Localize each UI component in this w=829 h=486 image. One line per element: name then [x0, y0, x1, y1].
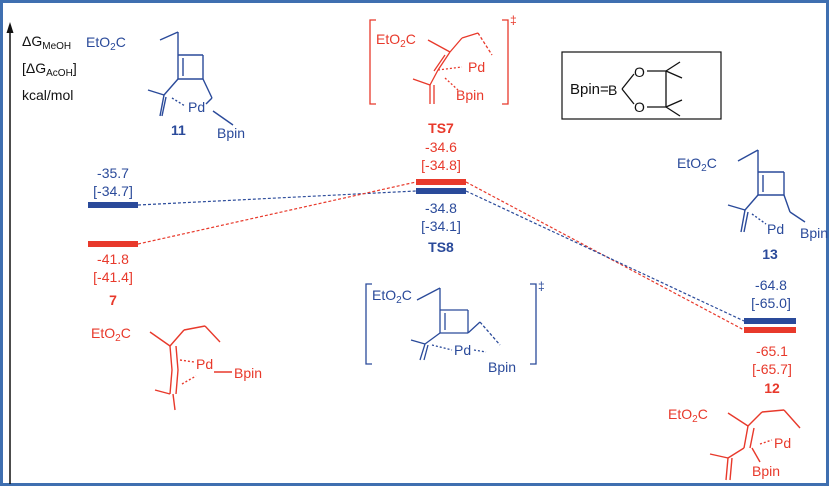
axis-label-units: kcal/mol	[22, 87, 73, 103]
value-ts8-acoh: [-34.1]	[421, 218, 461, 234]
energy-values: -35.7 [-34.7] -41.8 [-41.4] 7 TS7 -34.6 …	[93, 120, 792, 396]
structure-7: EtO2C Pd Bpin	[91, 325, 262, 411]
legend-oxygen-top: O	[634, 64, 645, 80]
energy-axis	[6, 22, 14, 484]
axis-label: ΔGMeOH [ΔGAcOH] kcal/mol	[22, 33, 77, 103]
bpin-11: Bpin	[217, 125, 245, 141]
ester-7: EtO2C	[91, 325, 131, 344]
structure-13: EtO2C Pd Bpin 13	[677, 149, 828, 262]
value-7-acoh: [-41.4]	[93, 269, 133, 285]
level-bar-13	[744, 318, 796, 324]
value-12: -65.1	[756, 343, 788, 359]
level-bar-12	[744, 327, 796, 333]
legend-boron: B	[608, 82, 617, 98]
pd-7: Pd	[196, 356, 213, 372]
value-13: -64.8	[755, 277, 787, 293]
connector-ts8-13	[465, 190, 745, 322]
legend-box	[561, 51, 722, 120]
label-ts7: TS7	[428, 120, 454, 136]
connector-ts7-12	[465, 181, 745, 331]
level-bar-7	[88, 241, 138, 247]
legend-oxygen-bottom: O	[634, 99, 645, 115]
axis-label-line1: ΔGMeOH	[22, 33, 71, 52]
structure-ts7: EtO2C Pd Bpin ‡	[369, 13, 517, 105]
value-12-acoh: [-65.7]	[752, 361, 792, 377]
level-bar-11	[88, 202, 138, 208]
connector-11-ts8	[137, 190, 417, 206]
pd-11: Pd	[188, 99, 205, 115]
value-7: -41.8	[97, 251, 129, 267]
level-bar-ts8	[416, 188, 466, 194]
label-12: 12	[764, 380, 780, 396]
value-ts7: -34.6	[425, 139, 457, 155]
dagger-ts8: ‡	[538, 279, 545, 293]
pd-ts7: Pd	[468, 59, 485, 75]
bpin-7: Bpin	[234, 365, 262, 381]
label-11: 11	[171, 122, 186, 138]
axis-label-line2: [ΔGAcOH]	[22, 60, 77, 79]
ester-13: EtO2C	[677, 155, 717, 174]
bpin-13: Bpin	[800, 225, 828, 241]
label-ts8: TS8	[428, 239, 454, 255]
bpin-ts8: Bpin	[488, 359, 516, 375]
level-bar-ts7	[416, 179, 466, 185]
value-ts8: -34.8	[425, 200, 457, 216]
value-ts7-acoh: [-34.8]	[421, 157, 461, 173]
ester-ts8: EtO2C	[372, 287, 412, 306]
label-7: 7	[109, 292, 117, 308]
label-13: 13	[762, 246, 778, 262]
pd-12: Pd	[774, 435, 791, 451]
value-11-acoh: [-34.7]	[93, 183, 133, 199]
dagger-ts7: ‡	[510, 13, 517, 27]
pd-13: Pd	[767, 221, 784, 237]
ester-12: EtO2C	[668, 406, 708, 425]
ester-11: EtO2C	[86, 34, 126, 53]
pd-ts8: Pd	[454, 342, 471, 358]
value-13-acoh: [-65.0]	[751, 295, 791, 311]
legend-label: Bpin=	[570, 81, 609, 98]
bpin-12: Bpin	[752, 463, 780, 479]
structure-12: EtO2C Pd Bpin	[668, 406, 801, 481]
energy-levels	[88, 179, 796, 333]
pinacol-ring-structure	[621, 61, 683, 117]
ester-ts7: EtO2C	[376, 31, 416, 50]
structure-11: EtO2C Pd Bpin 11	[86, 31, 245, 141]
value-11: -35.7	[97, 165, 129, 181]
structure-ts8: EtO2C Pd Bpin ‡	[365, 279, 545, 375]
axis-arrowhead	[6, 22, 14, 33]
connector-7-ts7	[137, 181, 417, 245]
bpin-legend: Bpin= B O O	[561, 51, 722, 120]
bpin-ts7: Bpin	[456, 87, 484, 103]
connectors	[137, 181, 745, 331]
